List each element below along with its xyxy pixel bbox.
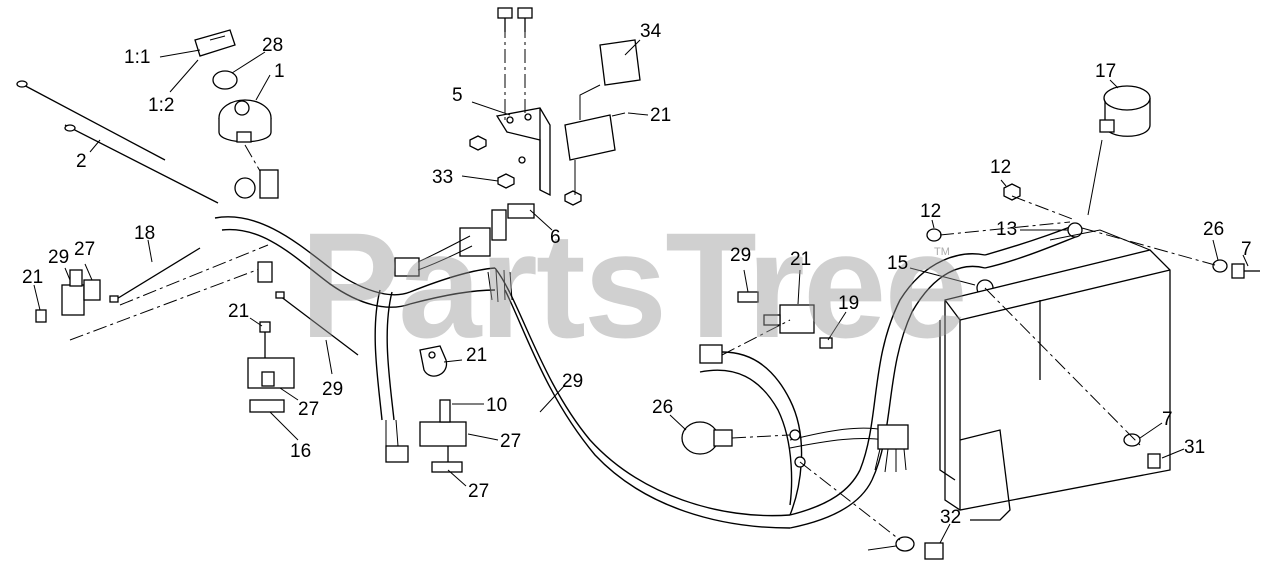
callout-16[interactable]: 21	[466, 345, 488, 366]
ignition-switch	[194, 29, 279, 199]
callout-29-right[interactable]: 21	[790, 249, 812, 270]
battery	[939, 229, 1171, 521]
callout-1-1[interactable]: 1:1	[124, 47, 151, 68]
clamp	[419, 345, 448, 377]
callout-18-lower[interactable]: 29	[322, 379, 344, 400]
callout-29-left[interactable]: 29	[48, 247, 70, 268]
switch-group-right	[721, 291, 833, 356]
watermark-trademark: TM	[934, 246, 950, 258]
callout-21-middle-left[interactable]: 21	[228, 301, 250, 322]
hardware	[799, 183, 1260, 560]
callout-2[interactable]: 2	[76, 151, 87, 172]
indicator-bulb	[681, 421, 791, 455]
callout-12-upper[interactable]: 12	[990, 157, 1012, 178]
callout-33[interactable]: 33	[432, 167, 454, 188]
callout-1[interactable]: 1	[274, 61, 285, 82]
callout-21-center[interactable]: 10	[486, 395, 508, 416]
callout-31[interactable]: 32	[940, 507, 962, 528]
callout-27-right[interactable]: 29	[730, 245, 752, 266]
callout-26-lower[interactable]: 7	[1162, 409, 1173, 430]
callout-21-relay[interactable]: 21	[650, 105, 672, 126]
callout-19[interactable]: 15	[887, 253, 909, 274]
relay-bracket	[469, 7, 641, 206]
callout-10[interactable]: 29	[562, 371, 584, 392]
callout-7-upper[interactable]: 7	[1241, 239, 1252, 260]
callout-12-lower[interactable]: 12	[920, 201, 942, 222]
callout-28[interactable]: 28	[262, 35, 284, 56]
callout-5[interactable]: 5	[452, 85, 463, 106]
callout-27-center[interactable]: 27	[468, 481, 490, 502]
probe-wires	[16, 80, 219, 204]
callout-1-2[interactable]: 1:2	[148, 95, 175, 116]
leader-lines	[33, 39, 1249, 551]
callout-13[interactable]: 13	[996, 219, 1018, 240]
callout-21-right[interactable]: 19	[838, 293, 860, 314]
wire-harness	[214, 203, 1083, 529]
hour-meter	[1087, 85, 1151, 216]
switch-group-left	[35, 244, 273, 341]
callout-7-lower[interactable]: 31	[1184, 437, 1206, 458]
callout-18-upper[interactable]: 18	[134, 223, 156, 244]
callout-21-left[interactable]: 21	[22, 267, 44, 288]
switch-group-center	[419, 399, 467, 473]
callout-26-upper[interactable]: 26	[1203, 219, 1225, 240]
callout-29-center[interactable]: 27	[500, 431, 522, 452]
callout-17[interactable]: 17	[1095, 61, 1117, 82]
callout-6[interactable]: 6	[550, 227, 561, 248]
switch-group-middle-left	[247, 291, 359, 413]
callout-27-middle-left[interactable]: 16	[290, 441, 312, 462]
callout-15[interactable]: 26	[652, 397, 674, 418]
callout-27-left[interactable]: 27	[74, 239, 96, 260]
callout-29-middle-left[interactable]: 27	[298, 399, 320, 420]
callout-34[interactable]: 34	[640, 21, 662, 42]
cable-tie-upper	[109, 247, 201, 303]
